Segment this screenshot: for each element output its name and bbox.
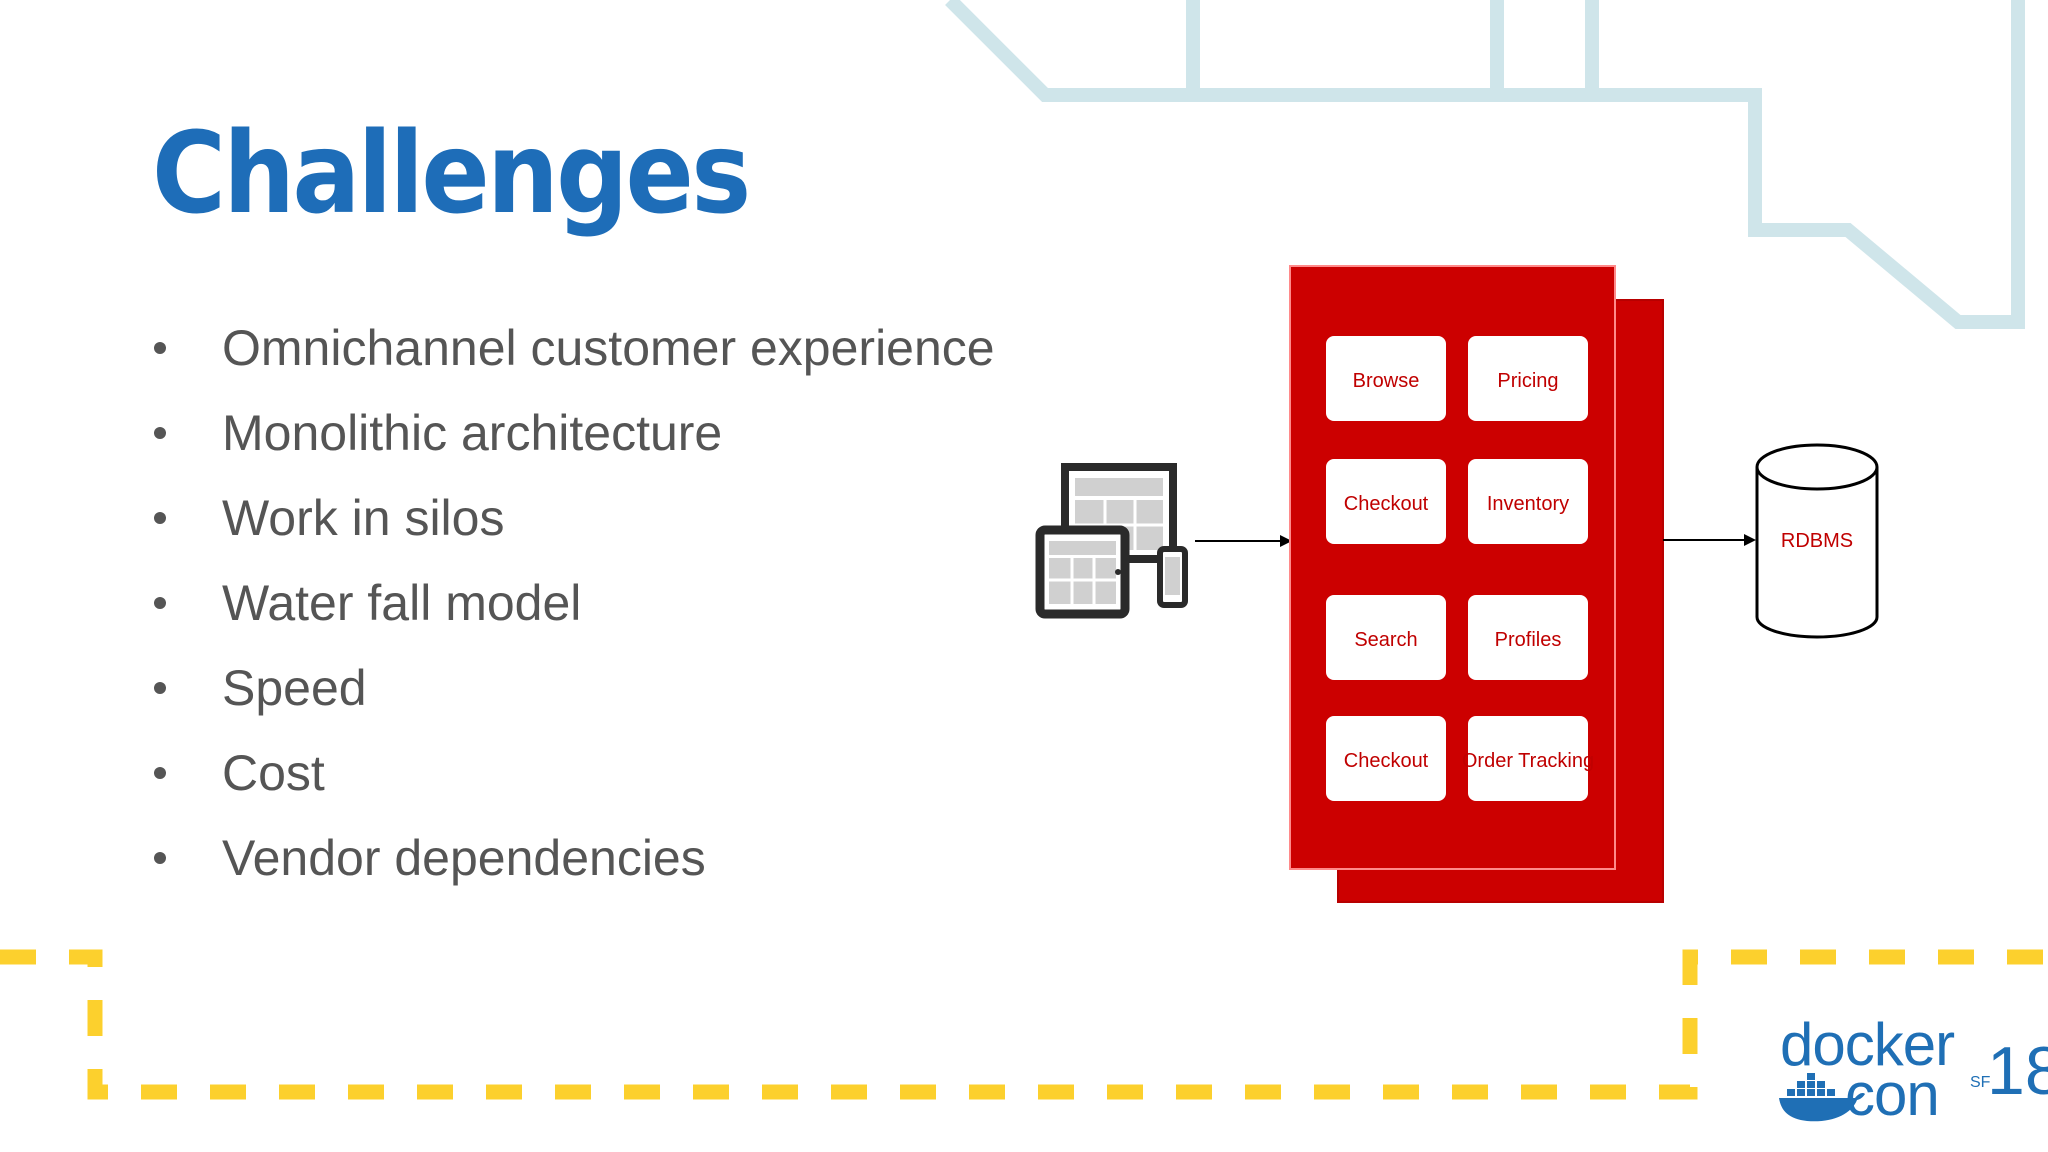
logo-number: 18	[1987, 1033, 2048, 1109]
bullet-dot-icon	[154, 341, 166, 354]
bullet-dot-icon	[154, 511, 166, 524]
module-label: Checkout	[1344, 750, 1429, 772]
module-box-order-tracking: Order Tracking	[1462, 716, 1594, 801]
module-label: Profiles	[1495, 629, 1562, 651]
database-label: RDBMS	[1781, 530, 1853, 552]
module-box-inventory: Inventory	[1468, 459, 1588, 544]
module-box-search: Search	[1326, 595, 1446, 680]
module-box-pricing: Pricing	[1468, 336, 1588, 421]
docker-whale-icon	[1779, 1073, 1865, 1122]
module-box-profiles: Profiles	[1468, 595, 1588, 680]
module-box-browse: Browse	[1326, 336, 1446, 421]
bullet-item: Speed	[142, 645, 1042, 730]
module-box-checkout: Checkout	[1326, 459, 1446, 544]
bullet-dot-icon	[154, 681, 166, 694]
database-cylinder-icon: RDBMS	[1755, 443, 1879, 639]
bullet-dot-icon	[154, 596, 166, 609]
module-label: Checkout	[1344, 493, 1429, 515]
arrow-devices-to-app	[1195, 535, 1292, 547]
module-box-checkout-2: Checkout	[1326, 716, 1446, 801]
module-label: Order Tracking	[1462, 750, 1594, 772]
bullet-item: Work in silos	[142, 475, 1042, 560]
module-label: Browse	[1353, 370, 1420, 392]
bullet-text: Cost	[222, 744, 325, 801]
module-label: Search	[1354, 629, 1417, 651]
module-label: Inventory	[1487, 493, 1569, 515]
bullet-text: Monolithic architecture	[222, 404, 723, 461]
bullet-text: Work in silos	[222, 489, 505, 546]
devices-icon	[1035, 463, 1188, 619]
logo-sf: SF	[1970, 1074, 1991, 1091]
bullet-dot-icon	[154, 851, 166, 864]
bullet-text: Speed	[222, 659, 367, 716]
bullet-dot-icon	[154, 426, 166, 439]
bullet-item: Cost	[142, 730, 1042, 815]
dockercon-logo: docker con SF 18	[1775, 1011, 2048, 1135]
bullet-item: Monolithic architecture	[142, 390, 1042, 475]
bullet-item: Water fall model	[142, 560, 1042, 645]
bullet-item: Vendor dependencies	[142, 815, 1042, 900]
module-label: Pricing	[1497, 370, 1558, 392]
arrow-app-to-db	[1663, 534, 1756, 546]
slide-title: Challenges	[152, 109, 751, 239]
bullet-item: Omnichannel customer experience	[142, 305, 1042, 390]
bullet-dot-icon	[154, 766, 166, 779]
bullet-list: Omnichannel customer experience Monolith…	[142, 305, 1042, 900]
bullet-text: Omnichannel customer experience	[222, 319, 995, 376]
bullet-text: Vendor dependencies	[222, 829, 706, 886]
bullet-text: Water fall model	[222, 574, 582, 631]
logo-word-docker: docker	[1780, 1011, 1955, 1078]
